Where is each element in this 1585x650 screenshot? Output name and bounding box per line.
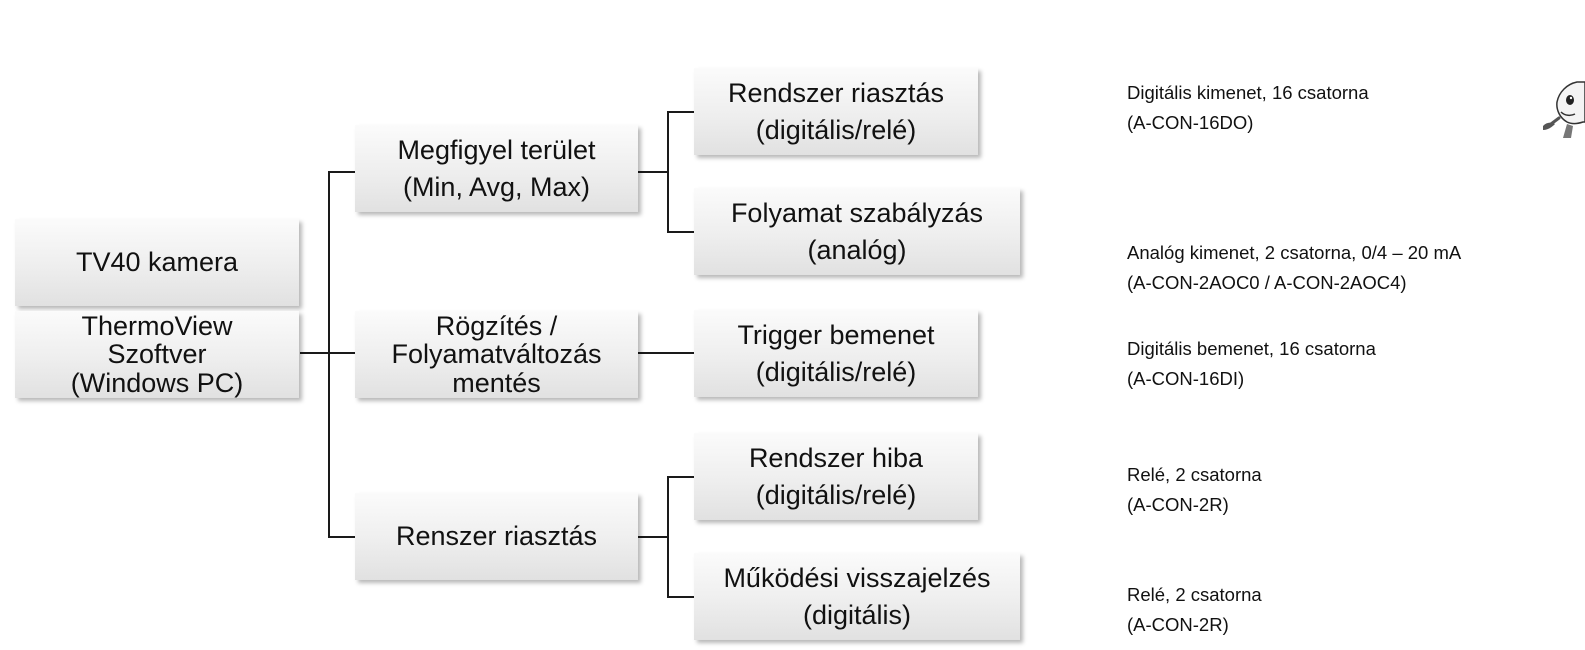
description-line: Digitális bemenet, 16 csatorna [1127, 338, 1376, 359]
connector-system-alarm-out [638, 536, 668, 538]
cartoon-mascot-icon [1537, 78, 1585, 140]
box-label: TV40 kamera [75, 247, 239, 277]
connector-to-record [328, 352, 355, 354]
box-label-line: (digitális/relé) [755, 114, 917, 145]
connector-main-trunk [328, 171, 330, 538]
box-label-line: Trigger bemenet [737, 319, 935, 350]
box-recording: Rögzítés / Folyamatváltozás mentés [355, 311, 638, 398]
description-line: Digitális kimenet, 16 csatorna [1127, 82, 1369, 103]
connector-system-alarm-branch [667, 476, 669, 598]
box-system-alarm: Renszer riasztás [355, 493, 638, 580]
box-label-line: Rendszer hiba [748, 442, 924, 473]
box-label: Renszer riasztás [395, 521, 598, 551]
connector-monitor-out [638, 171, 668, 173]
box-label-line: (Min, Avg, Max) [402, 171, 591, 202]
box-system-error: Rendszer hiba (digitális/relé) [694, 433, 978, 520]
connector-to-system-error [667, 476, 694, 478]
box-alarm-relay: Rendszer riasztás (digitális/relé) [694, 68, 978, 155]
box-label-line: (Windows PC) [70, 367, 244, 398]
description-line: (A-CON-2R) [1127, 493, 1229, 515]
box-thermoview-software: ThermoView Szoftver (Windows PC) [15, 311, 299, 398]
box-label-line: Szoftver [107, 339, 207, 370]
description-digital-input: Digitális bemenet, 16 csatorna (A-CON-16… [1127, 334, 1376, 393]
box-label-line: (analóg) [807, 234, 907, 265]
box-label-line: (digitális/relé) [755, 356, 917, 387]
connector-to-operation-feedback [667, 596, 694, 598]
box-label-line: Rendszer riasztás [727, 77, 945, 108]
box-label-line: (digitális/relé) [755, 479, 917, 510]
box-label-line: Folyamatváltozás [391, 339, 602, 370]
description-analog-output: Analóg kimenet, 2 csatorna, 0/4 – 20 mA … [1127, 238, 1461, 297]
connector-to-alarm-relay [667, 111, 694, 113]
description-line: Relé, 2 csatorna [1127, 584, 1262, 605]
box-trigger-input: Trigger bemenet (digitális/relé) [694, 310, 978, 397]
box-label-line: Megfigyel terület [397, 134, 596, 165]
box-label-line: Működési visszajelzés [723, 562, 991, 593]
box-label-line: ThermoView [81, 310, 233, 341]
description-line: (A-CON-2AOC0 / A-CON-2AOC4) [1127, 271, 1407, 293]
description-relay-error: Relé, 2 csatorna (A-CON-2R) [1127, 460, 1262, 519]
description-line: Analóg kimenet, 2 csatorna, 0/4 – 20 mA [1127, 242, 1462, 263]
description-line: (A-CON-2R) [1127, 613, 1229, 635]
description-line: (A-CON-16DI) [1127, 367, 1245, 389]
box-process-control: Folyamat szabályzás (analóg) [694, 188, 1020, 275]
description-line: (A-CON-16DO) [1127, 111, 1254, 133]
connector-software-out [300, 352, 329, 354]
box-operation-feedback: Működési visszajelzés (digitális) [694, 553, 1020, 640]
description-relay-feedback: Relé, 2 csatorna (A-CON-2R) [1127, 580, 1262, 639]
box-label-line: mentés [452, 367, 541, 398]
description-line: Relé, 2 csatorna [1127, 464, 1262, 485]
box-label-line: (digitális) [802, 599, 911, 630]
connector-to-system-alarm [328, 536, 355, 538]
box-label-line: Rögzítés / [435, 310, 558, 341]
connector-to-monitor [328, 171, 355, 173]
connector-monitor-branch [667, 111, 669, 233]
connector-to-process-control [667, 231, 694, 233]
box-tv40-camera: TV40 kamera [15, 219, 299, 306]
box-label-line: Folyamat szabályzás [730, 197, 984, 228]
description-digital-output: Digitális kimenet, 16 csatorna (A-CON-16… [1127, 78, 1369, 137]
box-monitored-area: Megfigyel terület (Min, Avg, Max) [355, 125, 638, 212]
connector-record-to-trigger [638, 352, 694, 354]
